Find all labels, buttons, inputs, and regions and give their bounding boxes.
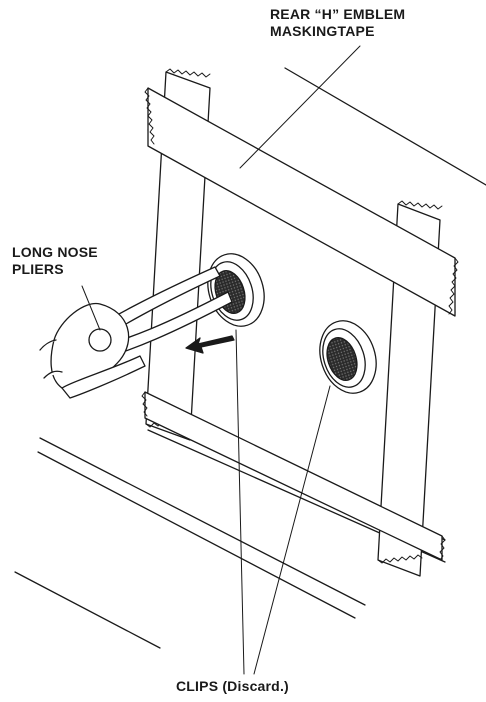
masking-tape-bottom-strip	[141, 391, 446, 561]
leader-lines	[81, 45, 361, 675]
emblem-tape-label: REAR “H” EMBLEM MASKINGTAPE	[270, 6, 405, 40]
clip-left	[207, 253, 265, 327]
pull-direction-arrow	[185, 335, 235, 354]
pliers-label: LONG NOSE PLIERS	[12, 244, 98, 278]
long-nose-pliers	[39, 266, 233, 399]
pliers-text: PLIERS	[12, 261, 64, 277]
masking-tape-text: MASKINGTAPE	[270, 23, 375, 39]
clips-label: CLIPS (Discard.)	[176, 678, 289, 694]
clip-right	[319, 320, 377, 394]
masking-tape-top-strip	[144, 87, 459, 317]
rear-h-emblem-text: REAR “H” EMBLEM	[270, 6, 406, 22]
long-nose-text: LONG NOSE	[12, 244, 98, 260]
